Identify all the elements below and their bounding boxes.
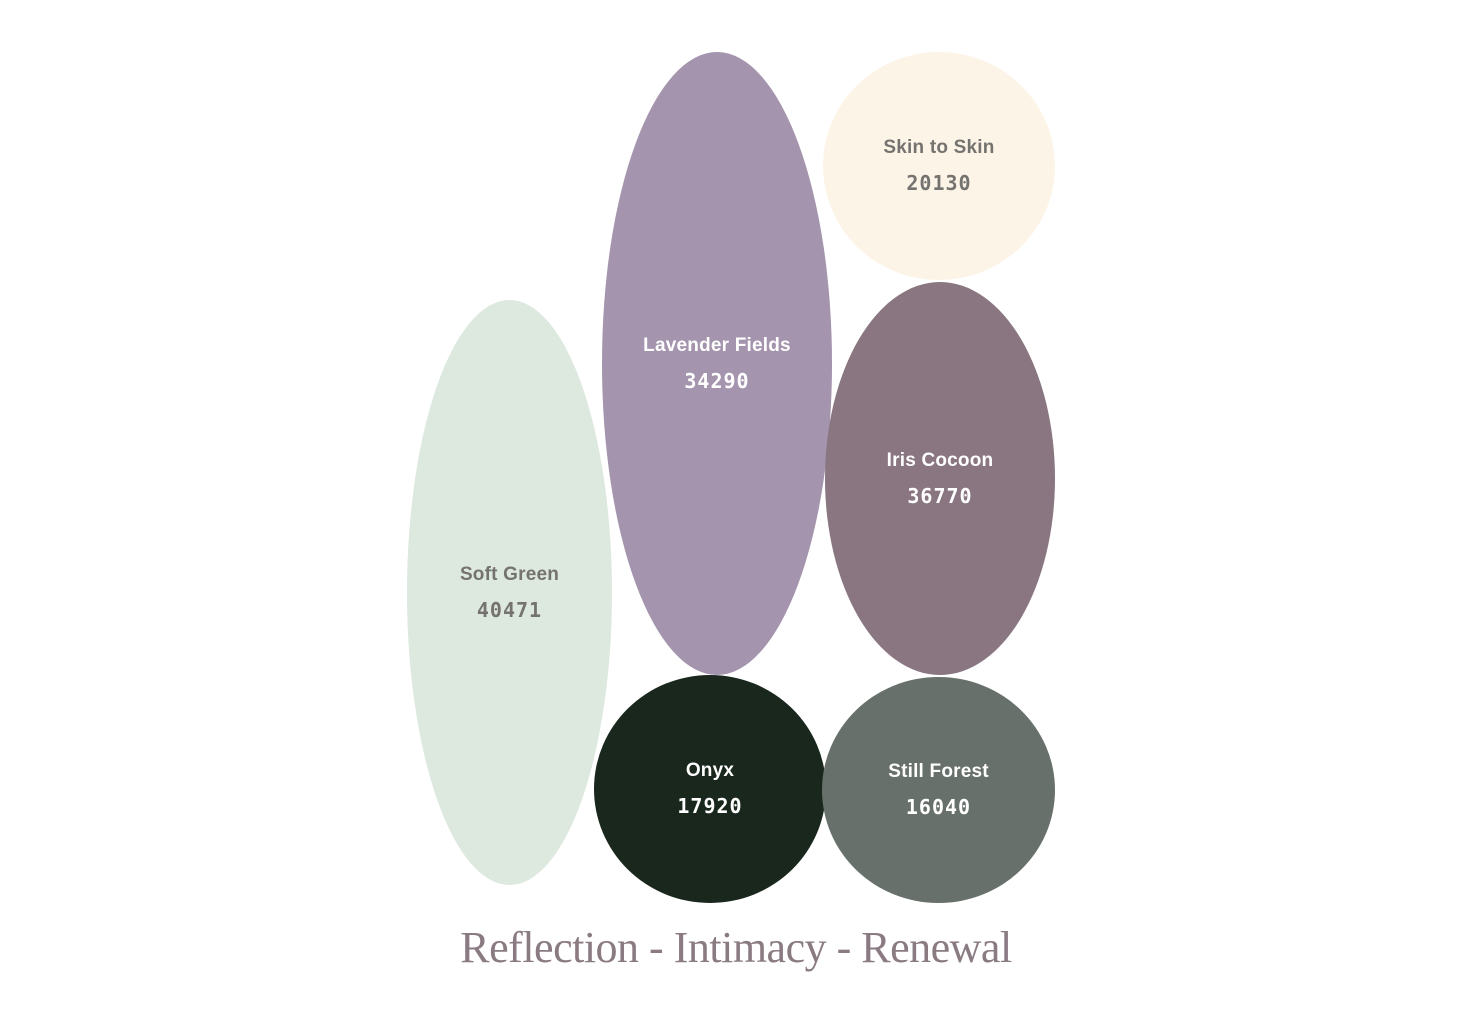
swatch-code: 17920 xyxy=(677,794,743,818)
swatch-code: 34290 xyxy=(684,368,750,393)
swatch-lavender-fields: Lavender Fields 34290 xyxy=(602,52,832,675)
swatch-onyx: Onyx 17920 xyxy=(594,675,826,903)
swatch-code: 16040 xyxy=(905,795,972,819)
swatch-code: 36770 xyxy=(907,483,973,508)
swatch-skin-to-skin: Skin to Skin 20130 xyxy=(823,52,1055,280)
swatch-code: 40471 xyxy=(476,597,543,622)
swatch-still-forest: Still Forest 16040 xyxy=(822,677,1055,903)
swatch-name: Soft Green xyxy=(459,563,560,585)
swatch-name: Skin to Skin xyxy=(883,137,995,158)
swatch-iris-cocoon: Iris Cocoon 36770 xyxy=(825,282,1055,675)
swatch-name: Still Forest xyxy=(888,761,989,782)
swatch-name: Onyx xyxy=(685,760,735,781)
swatch-soft-green: Soft Green 40471 xyxy=(407,300,612,885)
swatch-name: Lavender Fields xyxy=(643,334,791,356)
palette-title: Reflection - Intimacy - Renewal xyxy=(460,923,1012,972)
swatch-code: 20130 xyxy=(906,171,972,195)
swatch-name: Iris Cocoon xyxy=(886,449,994,471)
